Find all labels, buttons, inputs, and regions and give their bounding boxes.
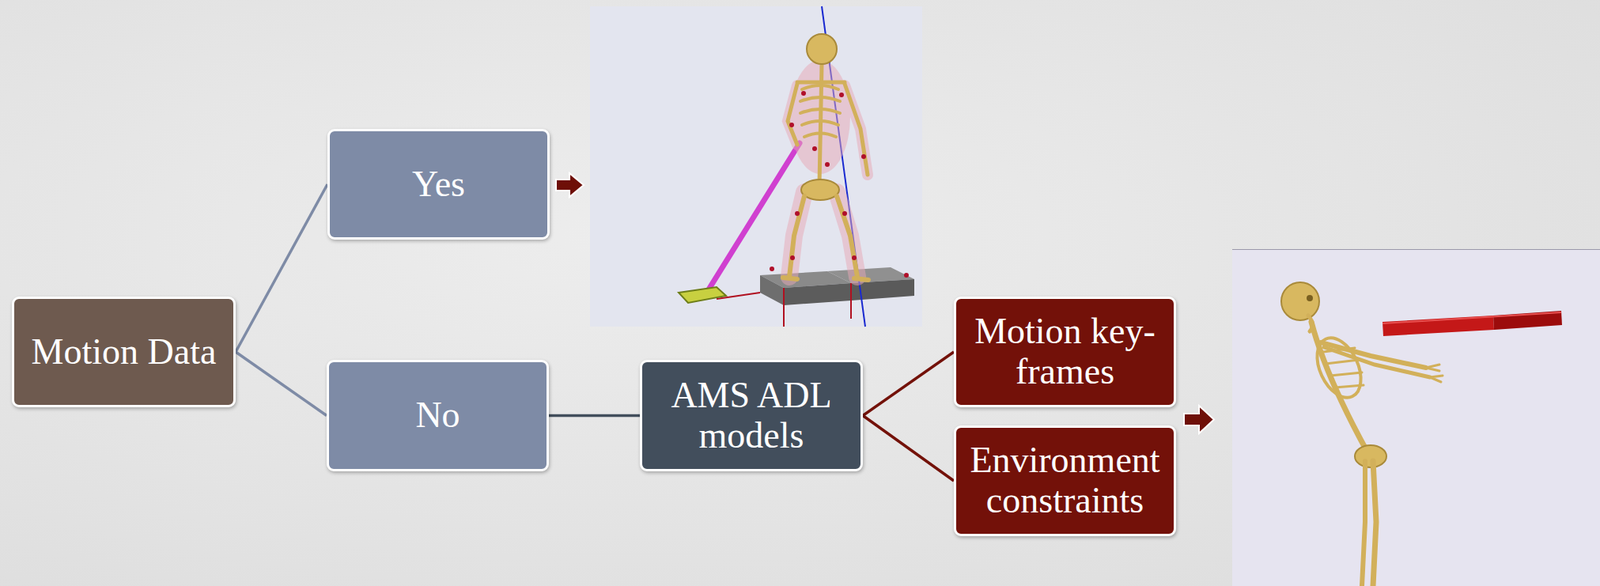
- box-label: Motion Data: [23, 332, 224, 373]
- connector-line: [235, 351, 327, 417]
- block-arrow: [1183, 405, 1215, 434]
- skeleton: [844, 83, 868, 175]
- markers: [904, 272, 909, 278]
- bar: [1382, 312, 1562, 324]
- connector-line: [548, 414, 640, 418]
- skeleton-bar-illustration: [1232, 249, 1600, 586]
- body-flesh: [789, 192, 805, 277]
- image-panel: [590, 6, 923, 327]
- skeleton: [1306, 295, 1313, 302]
- markers: [790, 255, 795, 261]
- markers: [824, 162, 830, 167]
- skeleton: [1323, 347, 1430, 378]
- markers: [794, 211, 800, 216]
- force-plates: [716, 267, 915, 327]
- markers: [769, 266, 775, 272]
- panel-edge: [1232, 249, 1600, 250]
- skeleton: [1361, 461, 1366, 586]
- skeleton: [836, 196, 858, 277]
- mop: [678, 287, 727, 303]
- markers: [861, 154, 867, 159]
- box-label: Yes: [339, 164, 538, 205]
- force-plates: [760, 275, 784, 306]
- process-box: No: [326, 359, 549, 472]
- connector-line: [862, 416, 954, 482]
- markers: [839, 92, 844, 98]
- connector-line: [235, 184, 328, 352]
- force-plates: [782, 287, 785, 327]
- process-box: Environment constraints: [953, 425, 1177, 537]
- skeleton: [801, 179, 840, 201]
- skeleton: [1308, 315, 1313, 332]
- process-box: Motion key-frames: [953, 296, 1177, 408]
- markers: [789, 122, 795, 128]
- markers: [812, 146, 818, 152]
- body-flesh: [787, 60, 868, 277]
- skeleton: [1308, 331, 1370, 405]
- bar: [1382, 310, 1563, 337]
- markers: [769, 90, 909, 278]
- markers: [842, 211, 848, 216]
- skeleton: [806, 34, 837, 65]
- block-arrow: [556, 173, 584, 197]
- skeleton: [787, 83, 798, 145]
- skeleton: [1426, 364, 1443, 383]
- skeleton: [782, 277, 869, 280]
- skeleton: [800, 85, 840, 137]
- markers: [801, 90, 806, 96]
- box-label: Motion key-frames: [965, 311, 1165, 392]
- process-box: AMS ADL models: [639, 359, 863, 472]
- force-plates: [850, 283, 852, 319]
- markers: [851, 255, 857, 261]
- process-box: Yes: [327, 128, 550, 240]
- box-label: AMS ADL models: [651, 375, 852, 456]
- process-box: Motion Data: [11, 296, 236, 408]
- box-label: Environment constraints: [965, 440, 1165, 521]
- skeleton: [789, 196, 805, 277]
- image-panel: [1232, 249, 1600, 586]
- skeleton: [1281, 282, 1320, 321]
- body-flesh: [836, 192, 858, 277]
- skeleton: [782, 34, 869, 280]
- force-plates: [783, 283, 852, 306]
- connector-line: [862, 351, 954, 417]
- box-label: No: [338, 395, 538, 436]
- skeleton-mop-illustration: [590, 6, 923, 327]
- skeleton: [1373, 461, 1377, 586]
- skeleton: [797, 80, 845, 85]
- bar: [1382, 315, 1495, 337]
